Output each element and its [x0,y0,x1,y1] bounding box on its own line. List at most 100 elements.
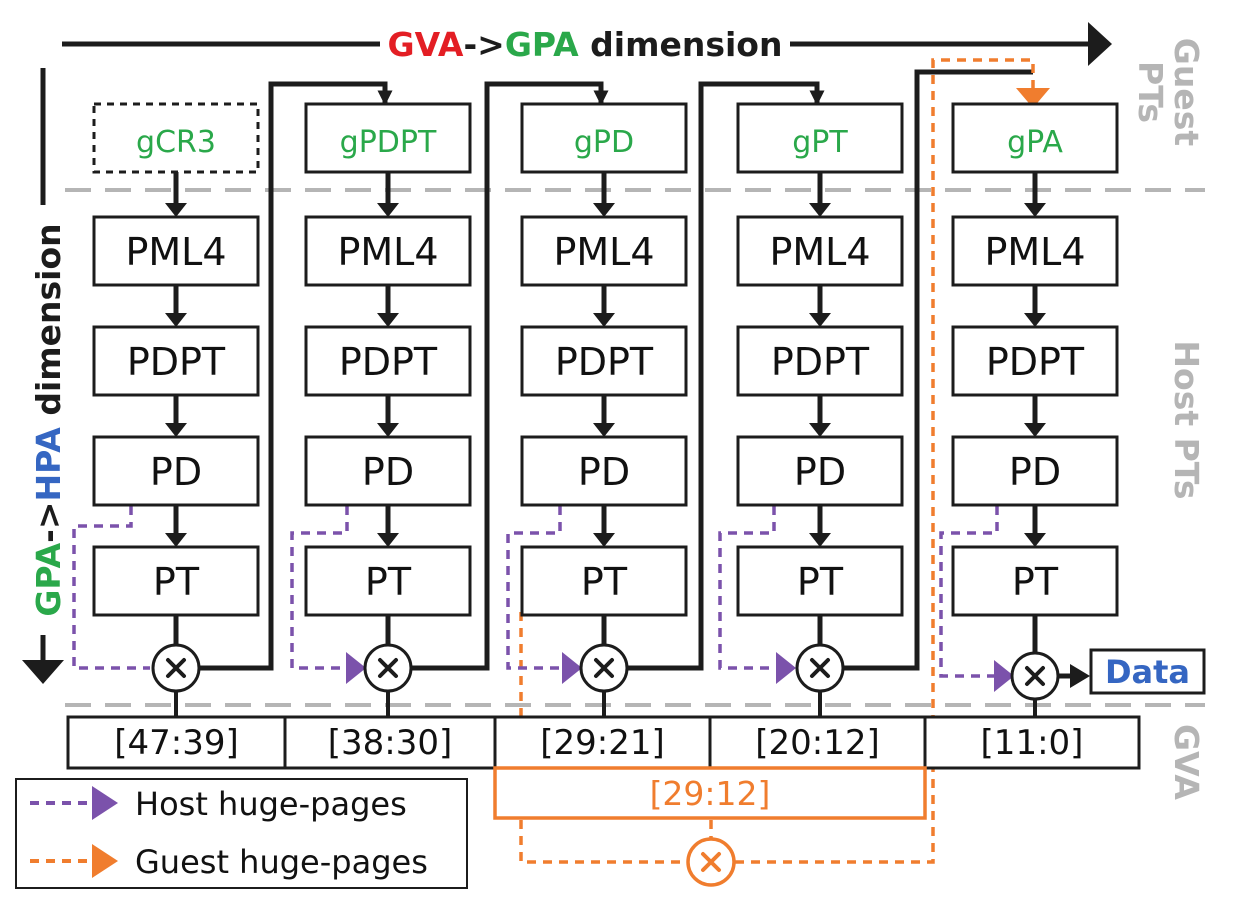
data-arrowhead [1070,664,1090,688]
axis-top-gva: GVA [387,24,464,64]
legend-host-label: Host huge-pages [135,785,407,823]
host-pt-label: PT [1012,560,1059,604]
host-pt-box [951,215,1119,287]
host-huge-path-col5 [939,506,999,678]
walk-arrow-head [1024,423,1046,437]
data-label: Data [1104,652,1191,691]
walk-arrow-head [377,423,399,437]
host-huge-arrowhead-col2 [346,652,366,684]
connector-col4-to-col5 [840,69,1033,671]
guest-huge-bits-box [493,766,927,820]
host-pt-label: PDPT [986,340,1085,384]
axis-left-arrow: -> [28,501,68,543]
guest-huge-page-path [519,58,1035,864]
walk-arrow-head [809,423,831,437]
legend-guest-label: Guest huge-pages [135,843,428,881]
guest-huge-multiply-glyph [701,852,721,872]
guest-pt-label: gPT [792,125,848,160]
multiply-glyph [594,658,614,678]
connector-col2-to-col3 [408,81,609,671]
host-huge-arrowhead-col3 [562,652,582,684]
host-pt-label: PD [150,450,202,494]
host-pt-box [520,325,688,397]
host-pt-box [736,545,904,617]
walk-arrow-head [809,533,831,547]
host-pt-label: PT [153,560,200,604]
host-pt-label: PD [362,450,414,494]
guest-pts-line2: PTs [1131,61,1170,123]
host-pt-box [304,545,472,617]
guest-pt-box [304,102,472,174]
gpa-hpa-axis-arrowhead [22,660,64,684]
host-pt-box [736,325,904,397]
host-pt-label: PML4 [553,230,654,274]
walk-arrow-head [377,533,399,547]
multiply-glyph [810,658,830,678]
host-pt-box [736,215,904,287]
host-pt-label: PT [581,560,628,604]
walk-arrow-head [377,313,399,327]
multiply-glyph [378,658,398,678]
legend-host-swatch-arrow [92,786,118,820]
gva-bits-cell: [11:0] [980,722,1084,763]
gva-bits-cell: [38:30] [327,722,453,763]
connector-col1-to-col2 [198,81,393,671]
host-pt-label: PD [1009,450,1061,494]
host-pt-label: PML4 [769,230,870,274]
host-huge-path-col1 [72,506,150,670]
multiply-glyph [166,658,186,678]
gva-gpa-axis-label: GVA->GPA dimension [380,18,790,70]
walk-arrow-head [165,313,187,327]
gpa-hpa-axis-label: GPA->HPA dimension [25,205,71,635]
host-pt-label: PT [797,560,844,604]
host-huge-path-col3 [506,506,562,670]
host-huge-arrowhead-col4 [776,652,796,684]
walk-arrow-head [809,313,831,327]
guest-pt-label: gPDPT [340,125,437,160]
host-pt-box [92,325,260,397]
host-pt-box [92,545,260,617]
gva-gpa-axis-arrowhead [1088,22,1112,66]
guest-pt-label: gPA [1007,125,1063,160]
axis-left-gpa: GPA [28,542,68,617]
walk-arrow-head [593,533,615,547]
host-pt-label: PT [365,560,412,604]
walk-arrow-head [377,203,399,217]
guest-pt-label: gCR3 [136,125,216,160]
host-pt-label: PML4 [337,230,438,274]
axis-top-dimension: dimension [578,24,783,64]
host-pt-box [92,215,260,287]
gva-bits-cell: [47:39] [114,722,239,763]
host-huge-path-col4 [718,506,776,670]
walk-arrow-head [593,313,615,327]
axis-top-arrow: -> [463,24,505,64]
walk-arrow-head [165,203,187,217]
axis-left-dimension: dimension [28,223,68,428]
walk-arrow-head [1024,533,1046,547]
host-pt-box [304,325,472,397]
host-pt-box [520,215,688,287]
gva-side-label: GVA [1167,724,1206,800]
host-pts-side-label: Host PTs [1167,340,1206,500]
guest-huge-arrowhead [1016,88,1050,108]
host-pt-box [951,545,1119,617]
legend-box [15,778,468,889]
guest-huge-bits-label: [29:12] [649,773,771,813]
connector-col3-to-col4 [624,81,825,671]
host-pt-box [520,545,688,617]
host-pt-box [736,435,904,507]
host-pt-label: PML4 [125,230,226,274]
host-huge-path-col2 [290,506,349,670]
multiply-glyph [1025,666,1045,686]
gva-bits-cell: [20:12] [755,722,880,763]
gva-bits-cell: [29:21] [540,722,665,763]
page-walk-columns: gCR3PML4PDPTPDPTgPDPTPML4PDPTPDPTgPDPML4… [92,102,1119,717]
host-pt-label: PDPT [339,340,438,384]
data-box [1089,648,1206,695]
host-pt-label: PML4 [984,230,1085,274]
axis-left-hpa: HPA [28,427,68,502]
walk-arrow-head [593,203,615,217]
host-pt-label: PDPT [771,340,870,384]
host-pt-label: PD [794,450,846,494]
